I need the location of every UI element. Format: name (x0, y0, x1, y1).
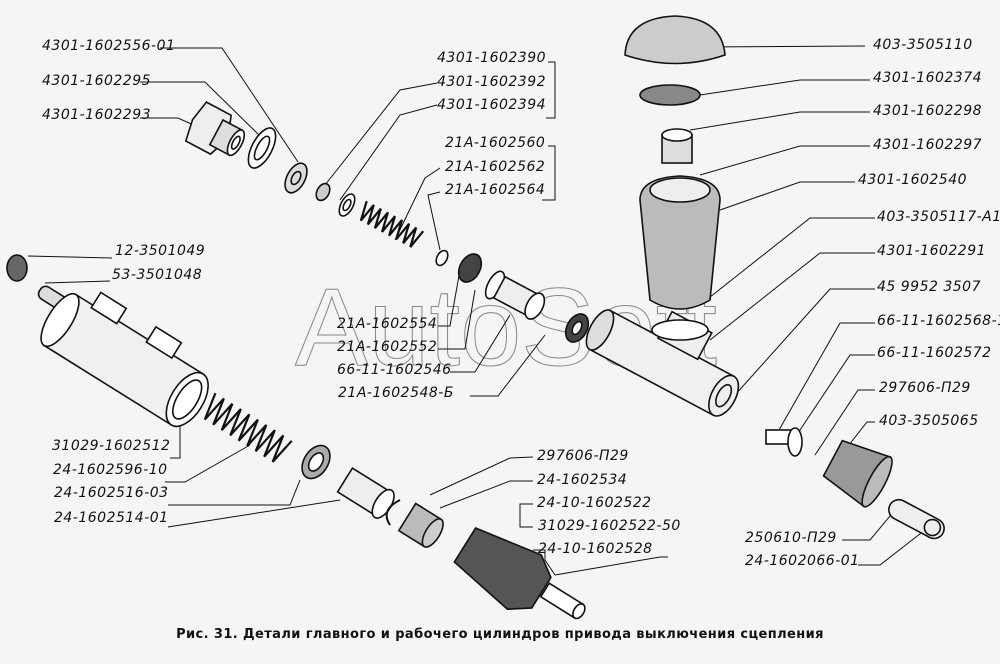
part-label: 24-1602514-01 (54, 510, 169, 526)
part-label: 4301-1602390 (437, 50, 547, 66)
reservoir-cap (624, 15, 726, 65)
part-label: 24-1602066-01 (745, 553, 860, 569)
part-label: 21A-1602554 (337, 316, 438, 332)
boot-upper (822, 439, 893, 508)
part-label: 403-3505110 (873, 37, 973, 53)
part-label: 4301-1602556-01 (42, 38, 176, 54)
piston (484, 270, 546, 320)
leader-lines (27, 45, 926, 576)
part-label: 53-3501048 (112, 267, 203, 283)
gasket (247, 127, 277, 169)
part-label: 4301-1602293 (42, 107, 152, 123)
part-label: 4301-1602392 (437, 74, 547, 90)
reservoir-fitting (661, 128, 693, 164)
piston-cup (457, 253, 483, 283)
part-label: 4301-1602374 (873, 70, 983, 86)
part-label: 4301-1602295 (42, 73, 152, 89)
part-label: 297606-П29 (537, 448, 629, 464)
part-label: 24-10-1602522 (537, 495, 652, 511)
part-label: 24-1602596-10 (53, 462, 168, 478)
spring-lower (203, 392, 293, 463)
filter (639, 84, 701, 106)
slave-body (40, 291, 209, 428)
part-label: 297606-П29 (879, 380, 971, 396)
pushrod-fork (888, 498, 945, 540)
reservoir (639, 175, 721, 310)
cup-lower (301, 444, 331, 480)
valve-seat (284, 162, 308, 194)
bleeder-cap (6, 254, 28, 282)
reservoir-seal (651, 319, 709, 341)
part-label: 21A-1602560 (445, 135, 546, 151)
stop-ring (397, 502, 444, 548)
part-label: 21A-1602564 (445, 182, 546, 198)
part-label: 31029-1602522-50 (538, 518, 681, 534)
pushrod (539, 582, 586, 620)
part-label: 21A-1602552 (337, 339, 438, 355)
part-label: 24-1602516-03 (54, 485, 169, 501)
part-label: 24-10-1602528 (538, 541, 653, 557)
slave-cylinder-parts (6, 254, 586, 620)
master-cylinder-parts (184, 15, 945, 540)
part-label: 45 9952 3507 (877, 279, 981, 295)
part-label: 31029-1602512 (52, 438, 171, 454)
part-label: 4301-1602291 (877, 243, 987, 259)
part-label: 24-1602534 (537, 472, 628, 488)
part-label: 403-3505065 (879, 413, 979, 429)
piston-lower (336, 467, 395, 519)
part-label: 12-3501049 (115, 243, 206, 259)
part-label: 403-3505117-A1 (877, 209, 1000, 225)
part-label: 4301-1602394 (437, 97, 547, 113)
boot-lower (453, 527, 552, 611)
spring-upper (359, 200, 425, 248)
part-label: 4301-1602540 (858, 172, 968, 188)
part-label: 4301-1602298 (873, 103, 983, 119)
part-label: 21A-1602562 (445, 159, 546, 175)
part-label: 21A-1602548-Б (338, 385, 454, 401)
part-label: 66-11-1602568-10 (877, 313, 1000, 329)
part-label: 66-11-1602572 (877, 345, 992, 361)
bleeder (765, 427, 803, 457)
part-label: 250610-П29 (745, 530, 837, 546)
retaining-ring (385, 499, 401, 526)
figure-caption: Рис. 31. Детали главного и рабочего цили… (176, 627, 824, 642)
plug-nut (184, 101, 246, 157)
part-label: 4301-1602297 (873, 137, 983, 153)
part-label: 66-11-1602546 (337, 362, 452, 378)
